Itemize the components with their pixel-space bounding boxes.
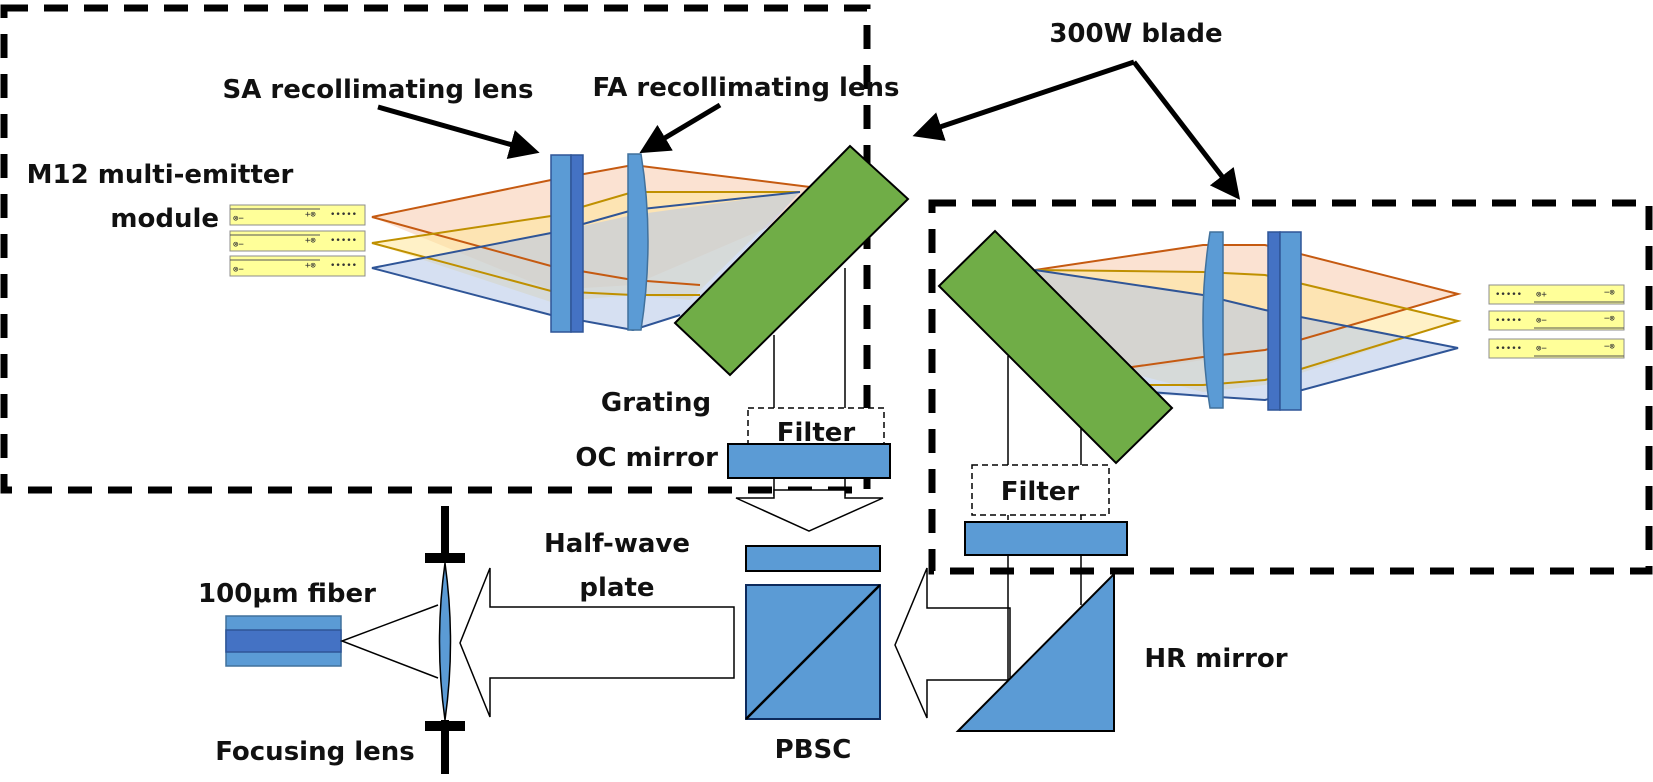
emitter-right-text: −⊗ <box>1604 342 1615 352</box>
sa-lens-left <box>550 154 584 333</box>
arrow-blade-left <box>912 59 1135 141</box>
module-label-line1: M12 multi-emitter <box>27 160 294 190</box>
emitter-left-text: ⊗− <box>233 265 244 275</box>
grating-label: Grating <box>601 388 711 418</box>
sa-lens-right <box>1267 231 1302 411</box>
emitter-right-text: ••••• <box>330 261 357 271</box>
arrow-fa-lens <box>639 102 722 154</box>
right-mirror-plate <box>964 521 1128 556</box>
focus-cone <box>339 604 439 679</box>
left-emitter-module: ⊗− +⊗ ••••• ⊗− +⊗ ••••• ⊗− +⊗ ••••• <box>229 204 366 277</box>
arrow-blade-right <box>1132 60 1241 200</box>
emitter-mid-text: ⊗+ <box>1536 290 1547 300</box>
emitter-right-text: −⊗ <box>1604 288 1615 298</box>
right-output-beam <box>1007 356 1082 680</box>
emitter-mid-text: +⊗ <box>305 210 316 220</box>
half-wave-label-line2: plate <box>579 573 654 603</box>
emitter-left-text: ⊗− <box>233 240 244 250</box>
down-arrow <box>735 489 884 532</box>
emitter-chip: ⊗− +⊗ ••••• <box>229 204 366 226</box>
fa-lens-right <box>1202 231 1224 409</box>
filter-right-label: Filter <box>1001 477 1080 507</box>
beam-orange-line <box>1034 244 1462 369</box>
hr-mirror-label: HR mirror <box>1144 644 1287 674</box>
right-emitter-module: ••••• ⊗+ −⊗ ••••• ⊗− −⊗ ••••• ⊗− −⊗ <box>1488 284 1625 359</box>
beam-blue-fill <box>1035 270 1458 400</box>
fiber <box>225 615 342 667</box>
oc-mirror-label: OC mirror <box>575 443 718 473</box>
arrow-sa-lens <box>377 104 540 159</box>
blade-label: 300W blade <box>1049 19 1222 49</box>
focusing-lens <box>425 506 465 774</box>
emitter-mid-text: +⊗ <box>305 236 316 246</box>
emitter-mid-text: ⊗− <box>1536 316 1547 326</box>
combined-beam-arrow <box>459 567 735 718</box>
emitter-left-text: ⊗− <box>233 214 244 224</box>
right-blade-box <box>928 199 1653 575</box>
emitter-mid-text: +⊗ <box>305 261 316 271</box>
emitter-right-text: ••••• <box>330 210 357 220</box>
fa-lens-left <box>627 153 649 331</box>
module-label-line2: module <box>110 204 219 234</box>
emitter-chip: ⊗− +⊗ ••••• <box>229 230 366 252</box>
hr-mirror <box>955 571 1115 732</box>
emitter-right-text: −⊗ <box>1604 314 1615 324</box>
emitter-chip: ⊗− +⊗ ••••• <box>229 255 366 277</box>
left-beam-fans <box>371 163 851 332</box>
emitter-chip: ••••• ⊗− −⊗ <box>1488 310 1625 331</box>
emitter-left-text: ••••• <box>1495 344 1522 354</box>
emitter-left-text: ••••• <box>1495 316 1522 326</box>
pointer-arrows <box>377 59 1241 200</box>
emitter-chip: ••••• ⊗− −⊗ <box>1488 338 1625 359</box>
emitter-mid-text: ⊗− <box>1536 344 1547 354</box>
half-wave-label-line1: Half-wave <box>544 529 690 559</box>
emitter-left-text: ••••• <box>1495 290 1522 300</box>
fa-lens-label: FA recollimating lens <box>592 73 899 103</box>
right-beam-arrow <box>894 567 1011 719</box>
beam-gold-line <box>1034 269 1462 386</box>
focusing-lens-label: Focusing lens <box>215 737 415 767</box>
half-wave-plate <box>745 545 881 572</box>
filter-right <box>971 464 1110 516</box>
oc-mirror <box>727 443 891 479</box>
pbsc-cube <box>745 584 881 720</box>
pbsc-label: PBSC <box>775 735 852 765</box>
sa-lens-label: SA recollimating lens <box>222 75 533 105</box>
grating-left <box>673 144 910 377</box>
emitter-chip: ••••• ⊗+ −⊗ <box>1488 284 1625 305</box>
left-blade-box <box>0 4 871 494</box>
right-beam-fans <box>1034 244 1462 402</box>
fiber-label: 100μm fiber <box>198 579 376 609</box>
grating-right <box>937 229 1174 465</box>
emitter-right-text: ••••• <box>330 236 357 246</box>
